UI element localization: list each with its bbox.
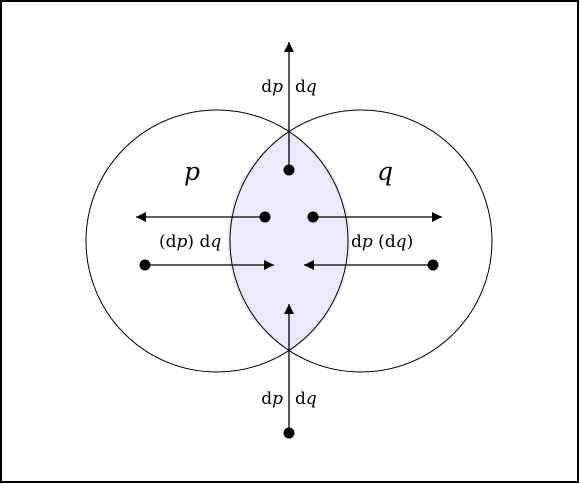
label-top-left: dp — [261, 77, 283, 97]
point-top — [283, 164, 295, 176]
point-outer-right — [427, 259, 439, 271]
label-top-right: dq — [295, 77, 317, 97]
circle-p — [85, 109, 349, 373]
point-outer-left — [139, 259, 151, 271]
point-inner-right — [307, 211, 319, 223]
intersection-region — [227, 130, 351, 352]
label-left: (dp) dq — [159, 232, 221, 252]
label-bottom-right: dq — [295, 389, 317, 409]
point-bottom — [283, 427, 295, 439]
set-label-p: p — [184, 157, 200, 186]
label-bottom-left: dp — [261, 389, 283, 409]
point-inner-left — [259, 211, 271, 223]
set-label-q: q — [377, 157, 393, 186]
circle-q — [229, 109, 493, 373]
label-right: dp (dq) — [351, 232, 413, 252]
